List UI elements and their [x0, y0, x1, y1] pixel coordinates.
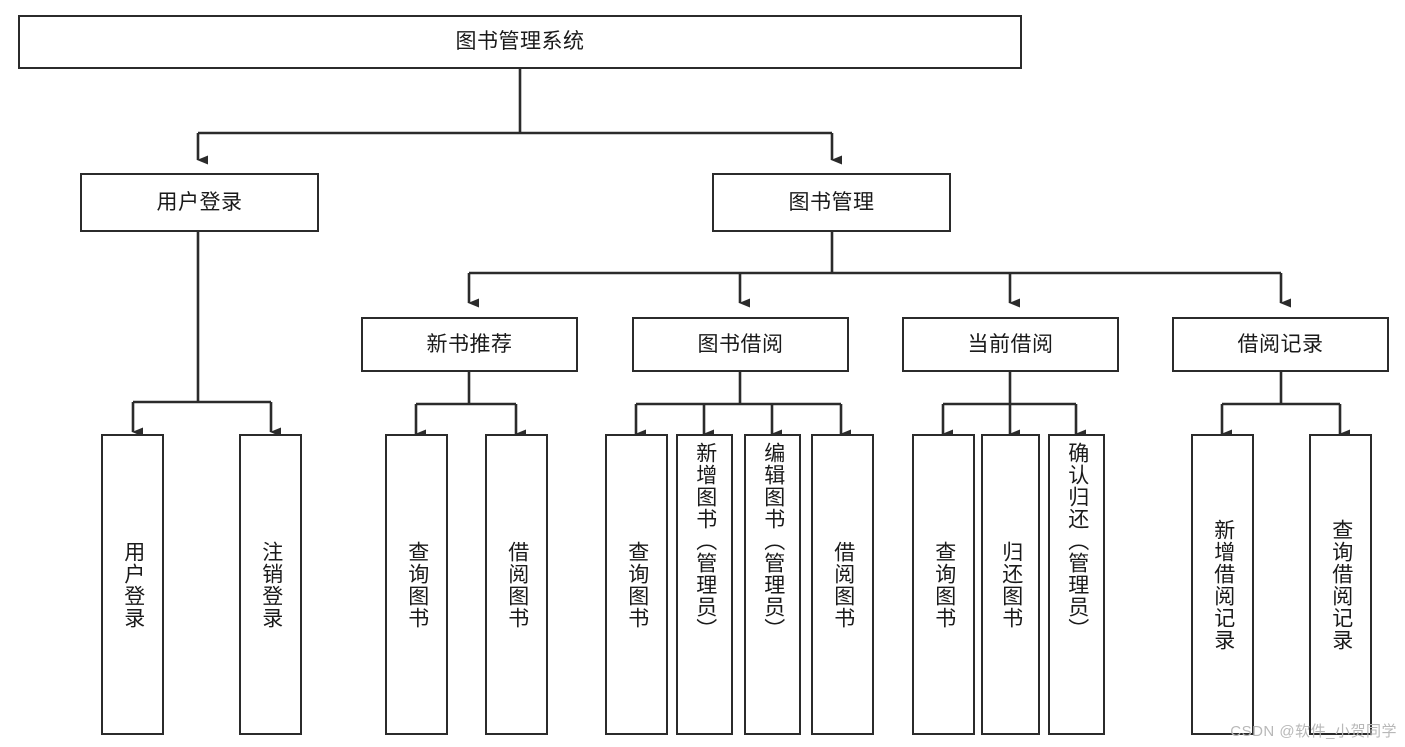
- node-book-borrow[interactable]: 图书借阅: [632, 317, 849, 372]
- node-borrow-record[interactable]: 借阅记录: [1172, 317, 1389, 372]
- node-borrow-record-label: 借阅记录: [1237, 332, 1324, 356]
- node-leaf-query-book-3[interactable]: 查询图书: [912, 434, 975, 735]
- node-root-label: 图书管理系统: [455, 30, 585, 54]
- node-leaf-query-book-3-label: 查询图书: [932, 540, 956, 629]
- node-leaf-edit-book-admin[interactable]: 编辑图书（管理员）: [744, 434, 801, 735]
- node-leaf-edit-book-admin-label: 编辑图书（管理员）: [761, 442, 785, 640]
- node-user-login-label: 用户登录: [156, 190, 243, 214]
- node-leaf-query-borrow-record[interactable]: 查询借阅记录: [1309, 434, 1372, 735]
- node-book-borrow-label: 图书借阅: [697, 332, 784, 356]
- node-current-borrow[interactable]: 当前借阅: [902, 317, 1119, 372]
- node-new-book-recommend[interactable]: 新书推荐: [361, 317, 578, 372]
- node-leaf-add-borrow-record-label: 新增借阅记录: [1211, 518, 1235, 651]
- node-leaf-add-borrow-record[interactable]: 新增借阅记录: [1191, 434, 1254, 735]
- node-leaf-query-book-1[interactable]: 查询图书: [385, 434, 448, 735]
- node-leaf-add-book-admin[interactable]: 新增图书（管理员）: [676, 434, 733, 735]
- node-leaf-return-book-label: 归还图书: [999, 540, 1023, 629]
- node-leaf-user-login[interactable]: 用户登录: [101, 434, 164, 735]
- node-leaf-borrow-book-1-label: 借阅图书: [505, 540, 529, 629]
- node-leaf-query-book-1-label: 查询图书: [405, 540, 429, 629]
- node-book-manage[interactable]: 图书管理: [712, 173, 951, 232]
- node-leaf-confirm-return-admin[interactable]: 确认归还（管理员）: [1048, 434, 1105, 735]
- node-current-borrow-label: 当前借阅: [967, 332, 1054, 356]
- node-leaf-return-book[interactable]: 归还图书: [981, 434, 1040, 735]
- node-new-book-recommend-label: 新书推荐: [426, 332, 513, 356]
- node-leaf-borrow-book-2-label: 借阅图书: [831, 540, 855, 629]
- node-leaf-logout-login[interactable]: 注销登录: [239, 434, 302, 735]
- node-leaf-user-login-label: 用户登录: [121, 540, 145, 629]
- node-leaf-add-book-admin-label: 新增图书（管理员）: [693, 442, 717, 640]
- node-leaf-borrow-book-2[interactable]: 借阅图书: [811, 434, 874, 735]
- node-leaf-query-book-2-label: 查询图书: [625, 540, 649, 629]
- node-leaf-logout-login-label: 注销登录: [259, 540, 283, 629]
- node-root[interactable]: 图书管理系统: [18, 15, 1022, 69]
- node-leaf-borrow-book-1[interactable]: 借阅图书: [485, 434, 548, 735]
- node-user-login[interactable]: 用户登录: [80, 173, 319, 232]
- node-leaf-confirm-return-admin-label: 确认归还（管理员）: [1065, 442, 1089, 640]
- node-book-manage-label: 图书管理: [788, 190, 875, 214]
- node-leaf-query-borrow-record-label: 查询借阅记录: [1329, 518, 1353, 651]
- node-leaf-query-book-2[interactable]: 查询图书: [605, 434, 668, 735]
- watermark: CSDN @软件_小贺同学: [1230, 723, 1397, 740]
